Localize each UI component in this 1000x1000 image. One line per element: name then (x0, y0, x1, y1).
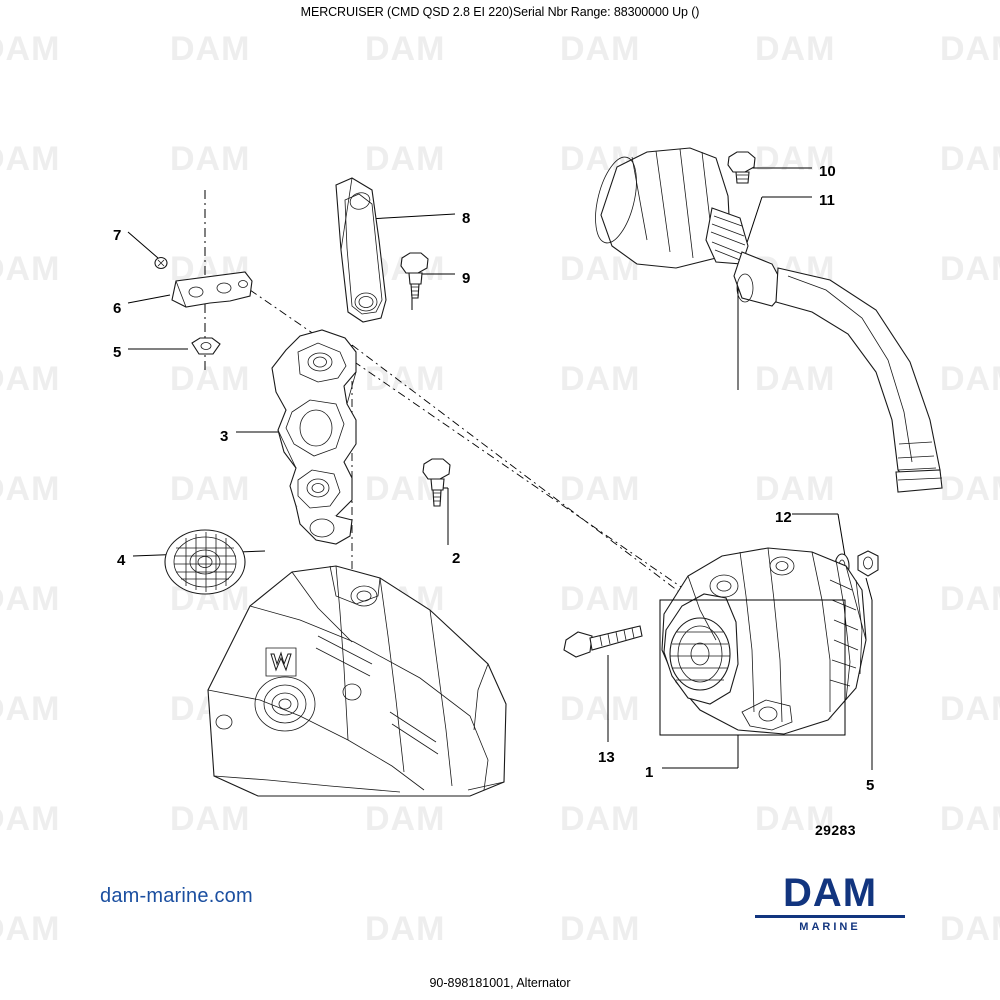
site-url-label: dam-marine.com (100, 885, 253, 907)
part-8-support-arm (335, 177, 387, 323)
part-11-cooler-hose-assembly (595, 147, 943, 493)
part-1-alternator (661, 547, 867, 735)
part-6-bracket (171, 271, 253, 308)
part-5-flange-nut-left (191, 337, 221, 355)
callout-6: 6 (113, 300, 122, 317)
part-7-stud (154, 256, 168, 270)
part-10-bolt (727, 151, 756, 184)
part-4-idler-pulley (164, 529, 246, 595)
callout-9: 9 (462, 270, 471, 287)
dam-marine-logo: DAM MARINE (755, 872, 905, 933)
callout-12: 12 (775, 509, 792, 526)
drawing-number: 29283 (815, 822, 856, 838)
engine-block (207, 565, 507, 797)
part-13-through-bolt (563, 625, 643, 658)
callout-3: 3 (220, 428, 229, 445)
callout-13: 13 (598, 749, 615, 766)
callout-10: 10 (819, 163, 836, 180)
footer-caption: 90-898181001, Alternator (429, 976, 571, 990)
callout-5-left: 5 (113, 344, 122, 361)
callout-11: 11 (819, 192, 835, 209)
callout-7: 7 (113, 227, 122, 244)
page-title: MERCRUISER (CMD QSD 2.8 EI 220)Serial Nb… (300, 5, 700, 19)
logo-divider (755, 915, 905, 918)
callout-1: 1 (645, 764, 654, 781)
logo-wordmark: DAM (782, 871, 878, 915)
callout-2: 2 (452, 550, 461, 567)
callout-5-right: 5 (866, 777, 875, 794)
logo-subtitle: MARINE (799, 921, 861, 933)
part-3-mounting-bracket (271, 329, 357, 545)
part-2-bolt (422, 458, 451, 507)
part-5-flange-nut-right (857, 550, 879, 577)
callout-4: 4 (117, 552, 126, 569)
callout-8: 8 (462, 210, 471, 227)
part-9-flange-bolt (400, 252, 429, 299)
reference-frames (659, 599, 846, 736)
